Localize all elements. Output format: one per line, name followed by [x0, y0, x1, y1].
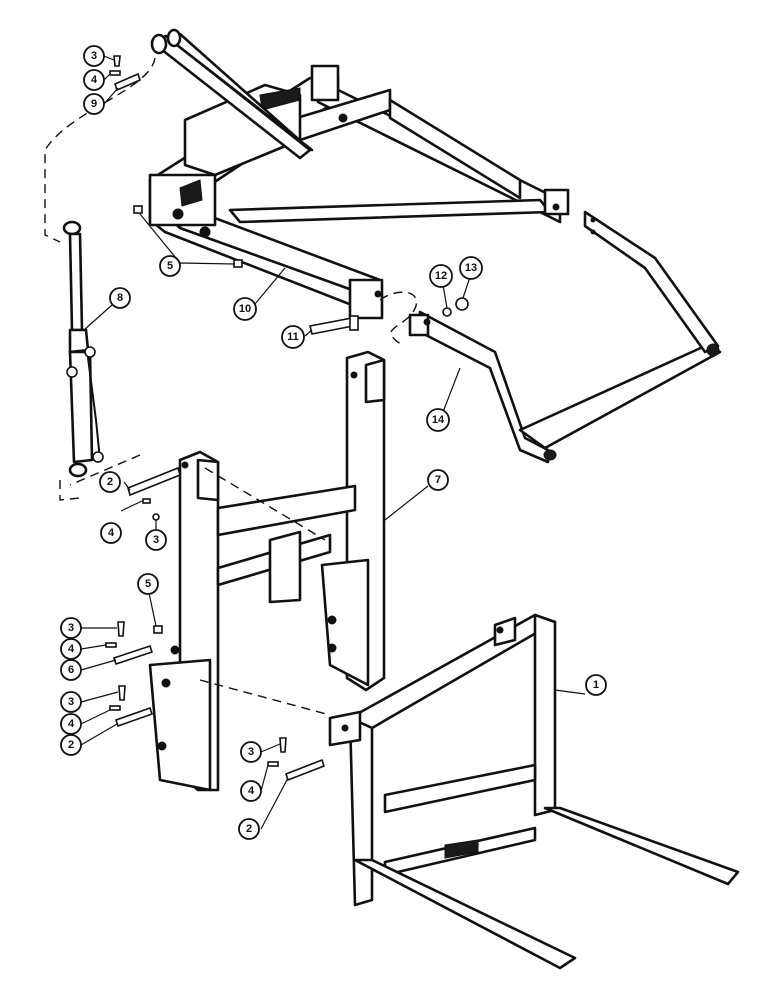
callout-4: 4: [60, 638, 82, 660]
svg-text:8: 8: [117, 292, 123, 304]
callout-4: 4: [83, 69, 105, 91]
svg-text:4: 4: [68, 718, 75, 730]
svg-text:2: 2: [246, 823, 252, 835]
callout-13: 13: [459, 256, 483, 280]
svg-text:3: 3: [248, 746, 254, 758]
svg-text:2: 2: [107, 476, 113, 488]
callout-8: 8: [109, 287, 131, 309]
callout-3: 3: [145, 529, 167, 551]
carriage-frame: [148, 64, 570, 320]
svg-text:5: 5: [167, 260, 173, 272]
svg-text:3: 3: [91, 50, 97, 62]
callout-12: 12: [429, 264, 453, 288]
back-guard: [408, 210, 722, 464]
callout-5: 5: [137, 573, 159, 595]
leader-lines: [80, 55, 586, 830]
callout-3: 3: [83, 45, 105, 67]
callout-4: 4: [60, 713, 82, 735]
svg-text:14: 14: [432, 414, 445, 426]
callout-3: 3: [60, 691, 82, 713]
svg-text:13: 13: [465, 262, 477, 274]
callout-3: 3: [240, 741, 262, 763]
svg-text:4: 4: [68, 643, 75, 655]
svg-text:12: 12: [435, 270, 447, 282]
svg-text:6: 6: [68, 664, 74, 676]
callout-4: 4: [100, 522, 122, 544]
callout-10: 10: [233, 297, 257, 321]
svg-text:10: 10: [239, 303, 251, 315]
svg-text:3: 3: [153, 534, 159, 546]
svg-text:11: 11: [287, 331, 299, 343]
svg-text:4: 4: [108, 527, 115, 539]
callout-2: 2: [99, 471, 121, 493]
callout-14: 14: [426, 408, 450, 432]
callout-6: 6: [60, 659, 82, 681]
svg-text:4: 4: [91, 74, 98, 86]
callout-2: 2: [60, 734, 82, 756]
svg-text:7: 7: [435, 474, 441, 486]
svg-text:5: 5: [145, 578, 151, 590]
callout-5: 5: [159, 255, 181, 277]
svg-text:3: 3: [68, 696, 74, 708]
svg-text:1: 1: [593, 679, 599, 691]
callout-4: 4: [240, 780, 262, 802]
callout-1: 1: [585, 674, 607, 696]
svg-text:9: 9: [91, 98, 97, 110]
mast-frame: [148, 350, 386, 792]
callout-9: 9: [83, 93, 105, 115]
svg-text:4: 4: [248, 785, 255, 797]
svg-text:3: 3: [68, 622, 74, 634]
callout-7: 7: [427, 469, 449, 491]
svg-text:2: 2: [68, 739, 74, 751]
fastener-hardware: [105, 55, 469, 782]
callout-3: 3: [60, 617, 82, 639]
lift-link-arm: [150, 28, 314, 160]
hydraulic-cylinder: [62, 220, 104, 478]
fork-carriage: [328, 613, 740, 970]
callout-2: 2: [238, 818, 260, 840]
callout-11: 11: [281, 325, 305, 349]
